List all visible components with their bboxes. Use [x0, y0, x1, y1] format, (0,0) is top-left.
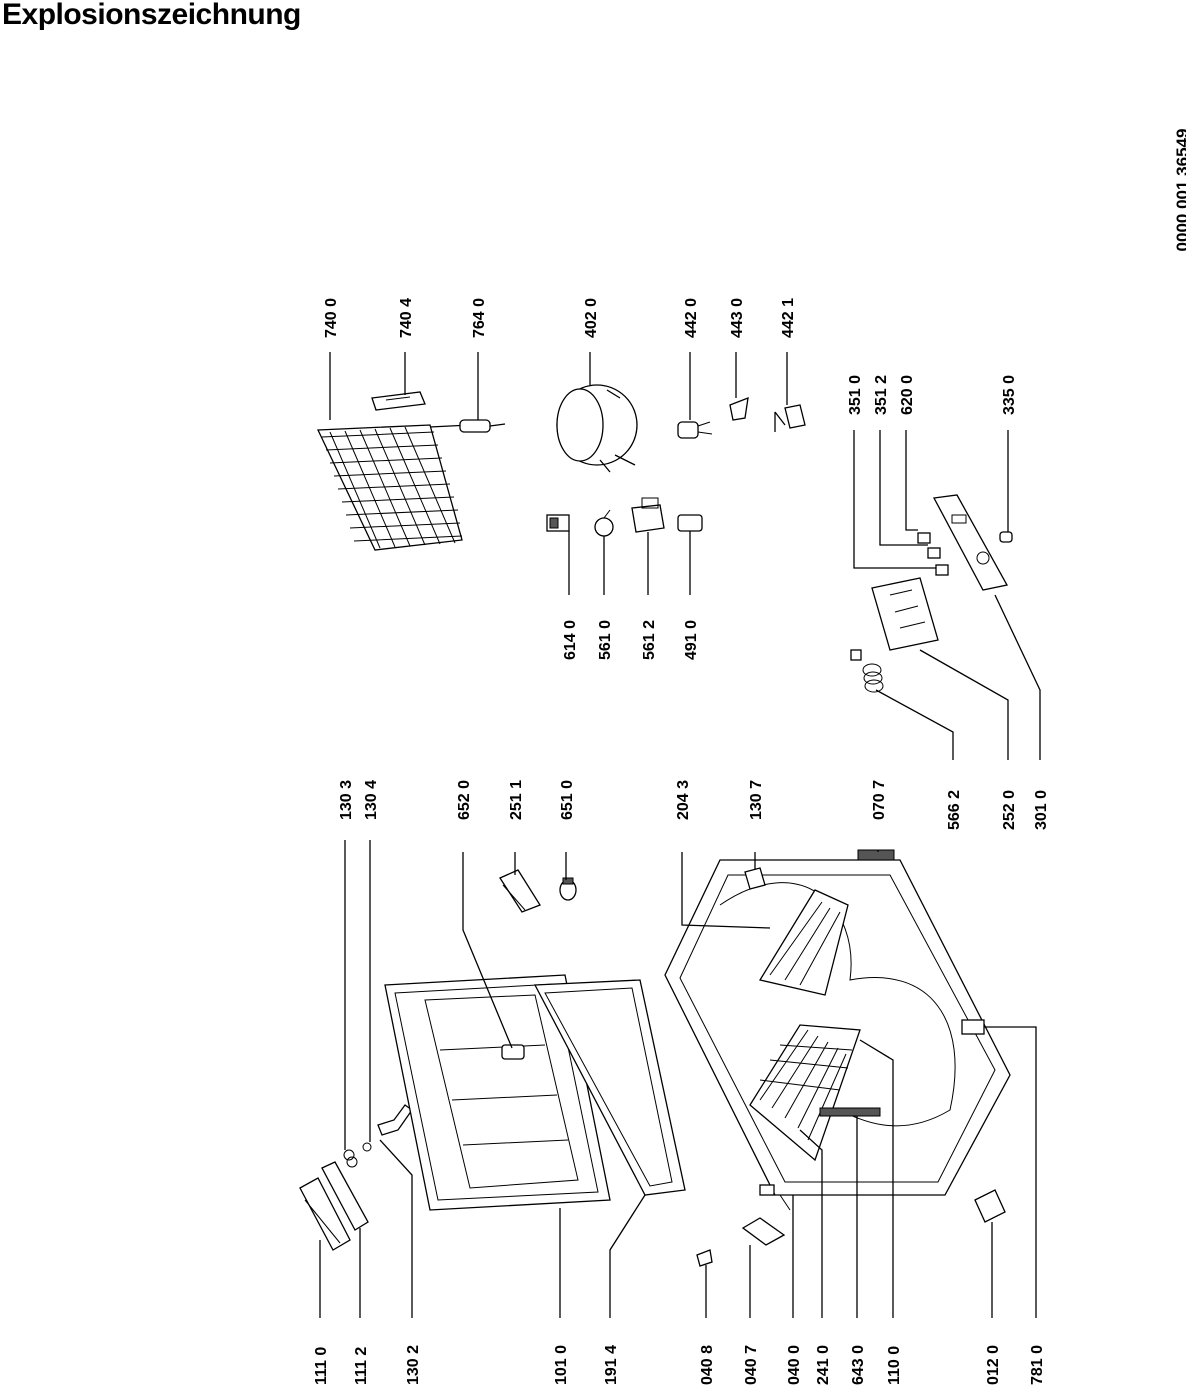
lamp-holder [631, 497, 665, 533]
callout-442-1: 442 1 [780, 298, 797, 338]
rating-plate [961, 1019, 985, 1035]
switch [917, 532, 949, 576]
lamp [594, 509, 614, 537]
lid-gasket [533, 979, 686, 1196]
callout-442-0: 442 0 [683, 298, 700, 338]
washer [362, 1142, 372, 1152]
control-knob [999, 531, 1013, 543]
vent-grille [857, 849, 895, 861]
drain-cover [741, 1217, 786, 1246]
callout-620-0: 620 0 [899, 375, 916, 415]
callout-566-2: 566 2 [946, 790, 963, 830]
callout-740-4: 740 4 [398, 298, 415, 338]
callout-130-2: 130 2 [405, 1345, 422, 1385]
callout-204-3: 204 3 [675, 780, 692, 820]
lid-inner-panel [501, 1044, 525, 1060]
callout-012-0: 012 0 [985, 1345, 1002, 1385]
callout-740-0: 740 0 [323, 298, 340, 338]
thermostat [871, 577, 939, 651]
callout-351-2: 351 2 [873, 375, 890, 415]
callout-040-7: 040 7 [743, 1345, 760, 1385]
handle [299, 1177, 351, 1251]
callout-491-0: 491 0 [683, 620, 700, 660]
callout-040-0: 040 0 [786, 1345, 803, 1385]
leader-lines [319, 352, 1041, 1318]
callout-130-7: 130 7 [748, 780, 765, 820]
compressor [556, 384, 638, 473]
callout-191-4: 191 4 [603, 1345, 620, 1385]
overload-protector [729, 396, 749, 421]
callout-130-4: 130 4 [363, 780, 380, 820]
condenser-coil [316, 424, 471, 551]
dryer-filter [459, 419, 506, 433]
divider [758, 889, 849, 996]
callout-251-1: 251 1 [508, 780, 525, 820]
callout-652-0: 652 0 [456, 780, 473, 820]
callout-764-0: 764 0 [471, 298, 488, 338]
callout-643-0: 643 0 [850, 1345, 867, 1385]
condenser-bracket [371, 391, 426, 411]
callout-614-0: 614 0 [562, 620, 579, 660]
light-cover [499, 869, 541, 913]
callout-351-0: 351 0 [847, 375, 864, 415]
callout-101-0: 101 0 [553, 1345, 570, 1385]
page-title: Explosionszeichnung [2, 0, 301, 31]
callout-070-7: 070 7 [871, 780, 888, 820]
callout-301-0: 301 0 [1033, 790, 1050, 830]
lock-strip [819, 1107, 881, 1117]
relay-bracket [774, 404, 806, 432]
control-panel [932, 494, 1008, 591]
callout-252-0: 252 0 [1001, 790, 1018, 830]
callout-111-2: 111 2 [353, 1347, 370, 1385]
compressor-relay [677, 421, 713, 439]
spring [343, 1149, 358, 1168]
callout-781-0: 781 0 [1029, 1345, 1046, 1385]
thermostat-capillary [850, 649, 884, 693]
hinge [377, 1104, 413, 1136]
bulb [559, 877, 577, 901]
clip [696, 1249, 713, 1267]
drain-plug [759, 1184, 775, 1196]
foot [974, 1189, 1006, 1223]
cover [677, 514, 703, 532]
callout-443-0: 443 0 [729, 298, 746, 338]
callout-241-0: 241 0 [815, 1345, 832, 1385]
callout-402-0: 402 0 [583, 298, 600, 338]
callout-111-0: 111 0 [313, 1347, 330, 1385]
callout-651-0: 651 0 [559, 780, 576, 820]
callout-040-8: 040 8 [699, 1345, 716, 1385]
callout-335-0: 335 0 [1001, 375, 1018, 415]
callout-561-0: 561 0 [597, 620, 614, 660]
callout-labels: 740 0 740 4 764 0 402 0 442 0 443 0 442 … [313, 298, 1050, 1385]
callout-110-0: 110 0 [886, 1346, 903, 1385]
basket [749, 1024, 861, 1162]
connector [546, 514, 570, 532]
lid [384, 974, 611, 1211]
callout-130-3: 130 3 [338, 780, 355, 820]
callout-561-2: 561 2 [641, 620, 658, 660]
handle-base [321, 1161, 369, 1231]
